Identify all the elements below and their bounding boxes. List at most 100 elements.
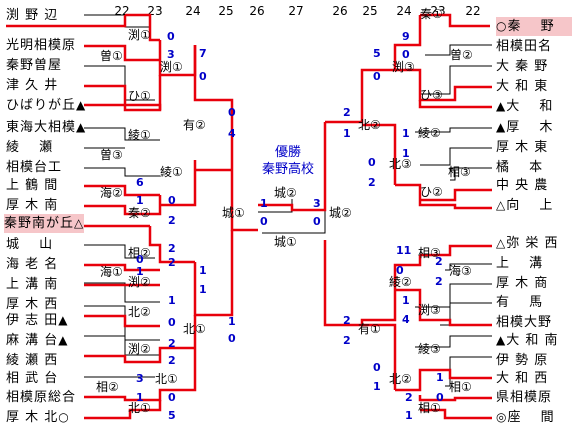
- score: 0: [373, 70, 381, 83]
- score: 0: [168, 194, 176, 207]
- match-label: 曽③: [100, 148, 123, 162]
- match-label: 相①: [418, 401, 441, 415]
- team-left: 東海大相模▲: [6, 120, 87, 135]
- match-label: 北①: [183, 322, 206, 336]
- score: 2: [435, 275, 443, 288]
- match-label: 有①: [358, 322, 381, 336]
- team-left: 麻 溝 台▲: [6, 333, 69, 348]
- team-right: ◎座 間: [496, 410, 555, 425]
- match-label: 曽①: [100, 49, 123, 63]
- round-header: 25: [362, 4, 378, 18]
- team-right: 大 和 東: [496, 79, 549, 94]
- team-right: 大 秦 野: [496, 59, 549, 74]
- score: 5: [168, 409, 176, 422]
- match-label: 綾②: [418, 126, 441, 140]
- team-right: 県相模原: [496, 390, 553, 405]
- score: 9: [402, 30, 410, 43]
- score: 1: [260, 197, 268, 210]
- team-right: 橘 本: [496, 160, 544, 175]
- score: 0: [313, 215, 321, 228]
- score: 0: [168, 316, 176, 329]
- score: 1: [136, 265, 144, 278]
- team-left: ひばりが丘▲: [6, 98, 87, 113]
- score: 2: [368, 176, 376, 189]
- match-label: ひ①: [128, 89, 151, 103]
- score: 2: [168, 256, 176, 269]
- score: 1: [228, 315, 236, 328]
- score: 1: [136, 391, 144, 404]
- team-left: 綾 瀬: [6, 140, 54, 155]
- match-label: 綾①: [160, 165, 183, 179]
- match-label: 渕①: [128, 28, 151, 42]
- match-label: 渕①: [160, 60, 183, 74]
- team-left: 綾 瀬 西: [6, 353, 59, 368]
- team-left-highlighted: 秦野南が丘△: [4, 214, 85, 233]
- match-label: 渕③: [418, 303, 441, 317]
- match-label: 北①: [155, 372, 178, 386]
- team-left: 厚 木 西: [6, 297, 59, 312]
- team-right: 有 馬: [496, 295, 544, 310]
- score: 3: [167, 48, 175, 61]
- score: 3: [313, 197, 321, 210]
- round-header: 27: [288, 4, 304, 18]
- team-left: 厚 木 北○: [6, 410, 70, 425]
- match-label: 相③: [448, 165, 471, 179]
- score: 4: [228, 127, 236, 140]
- team-left: 厚 木 南: [6, 198, 59, 213]
- score: 1: [373, 380, 381, 393]
- score: 1: [402, 294, 410, 307]
- round-header: 26: [249, 4, 265, 18]
- score: 1: [402, 147, 410, 160]
- round-header: 24: [396, 4, 412, 18]
- round-header: 22: [465, 4, 481, 18]
- match-label: 城①: [222, 206, 245, 220]
- score: 0: [199, 70, 207, 83]
- round-header: 24: [185, 4, 201, 18]
- score: 7: [199, 47, 207, 60]
- score: 1: [436, 371, 444, 384]
- score: 1: [405, 409, 413, 422]
- match-label: 秦①: [420, 7, 443, 21]
- team-left: 相 武 台: [6, 371, 59, 386]
- team-left: 伊 志 田▲: [6, 313, 69, 328]
- match-label: 綾③: [418, 342, 441, 356]
- score: 0: [373, 361, 381, 374]
- score: 0: [402, 48, 410, 61]
- round-header: 26: [332, 4, 348, 18]
- team-right-highlighted: ○秦 野: [496, 17, 572, 36]
- match-label: 相②: [128, 246, 151, 260]
- team-left: 相模台工: [6, 160, 63, 175]
- team-right: 伊 勢 原: [496, 353, 549, 368]
- champion-banner: 優勝 秦野高校: [250, 144, 326, 178]
- team-right: ▲大 和: [496, 99, 554, 114]
- score: 2: [168, 354, 176, 367]
- match-label: 渕②: [128, 275, 151, 289]
- score: 0: [228, 106, 236, 119]
- match-label: 海②: [100, 186, 123, 200]
- score: 2: [343, 314, 351, 327]
- team-left: 上 鶴 間: [6, 178, 59, 193]
- team-right: 相模大野: [496, 315, 553, 330]
- score: 1: [199, 283, 207, 296]
- match-label: 海③: [449, 264, 472, 278]
- match-label: 北③: [389, 157, 412, 171]
- match-label: 相②: [96, 380, 119, 394]
- score: 2: [168, 337, 176, 350]
- team-left: 上 溝 南: [6, 277, 59, 292]
- team-left: 相模原総合: [6, 390, 77, 405]
- match-label: 渕③: [392, 60, 415, 74]
- match-label: ひ③: [420, 88, 443, 102]
- match-label: 北②: [358, 118, 381, 132]
- match-label: ひ②: [420, 185, 443, 199]
- score: 2: [343, 106, 351, 119]
- score: 1: [343, 127, 351, 140]
- score: 1: [402, 127, 410, 140]
- team-right: 相模田名: [496, 39, 553, 54]
- champion-school: 秦野高校: [261, 162, 314, 177]
- team-right: 厚 木 東: [496, 140, 549, 155]
- champion-title: 優勝: [274, 145, 301, 160]
- score: 4: [402, 313, 410, 326]
- team-right: △弥 栄 西: [496, 236, 559, 251]
